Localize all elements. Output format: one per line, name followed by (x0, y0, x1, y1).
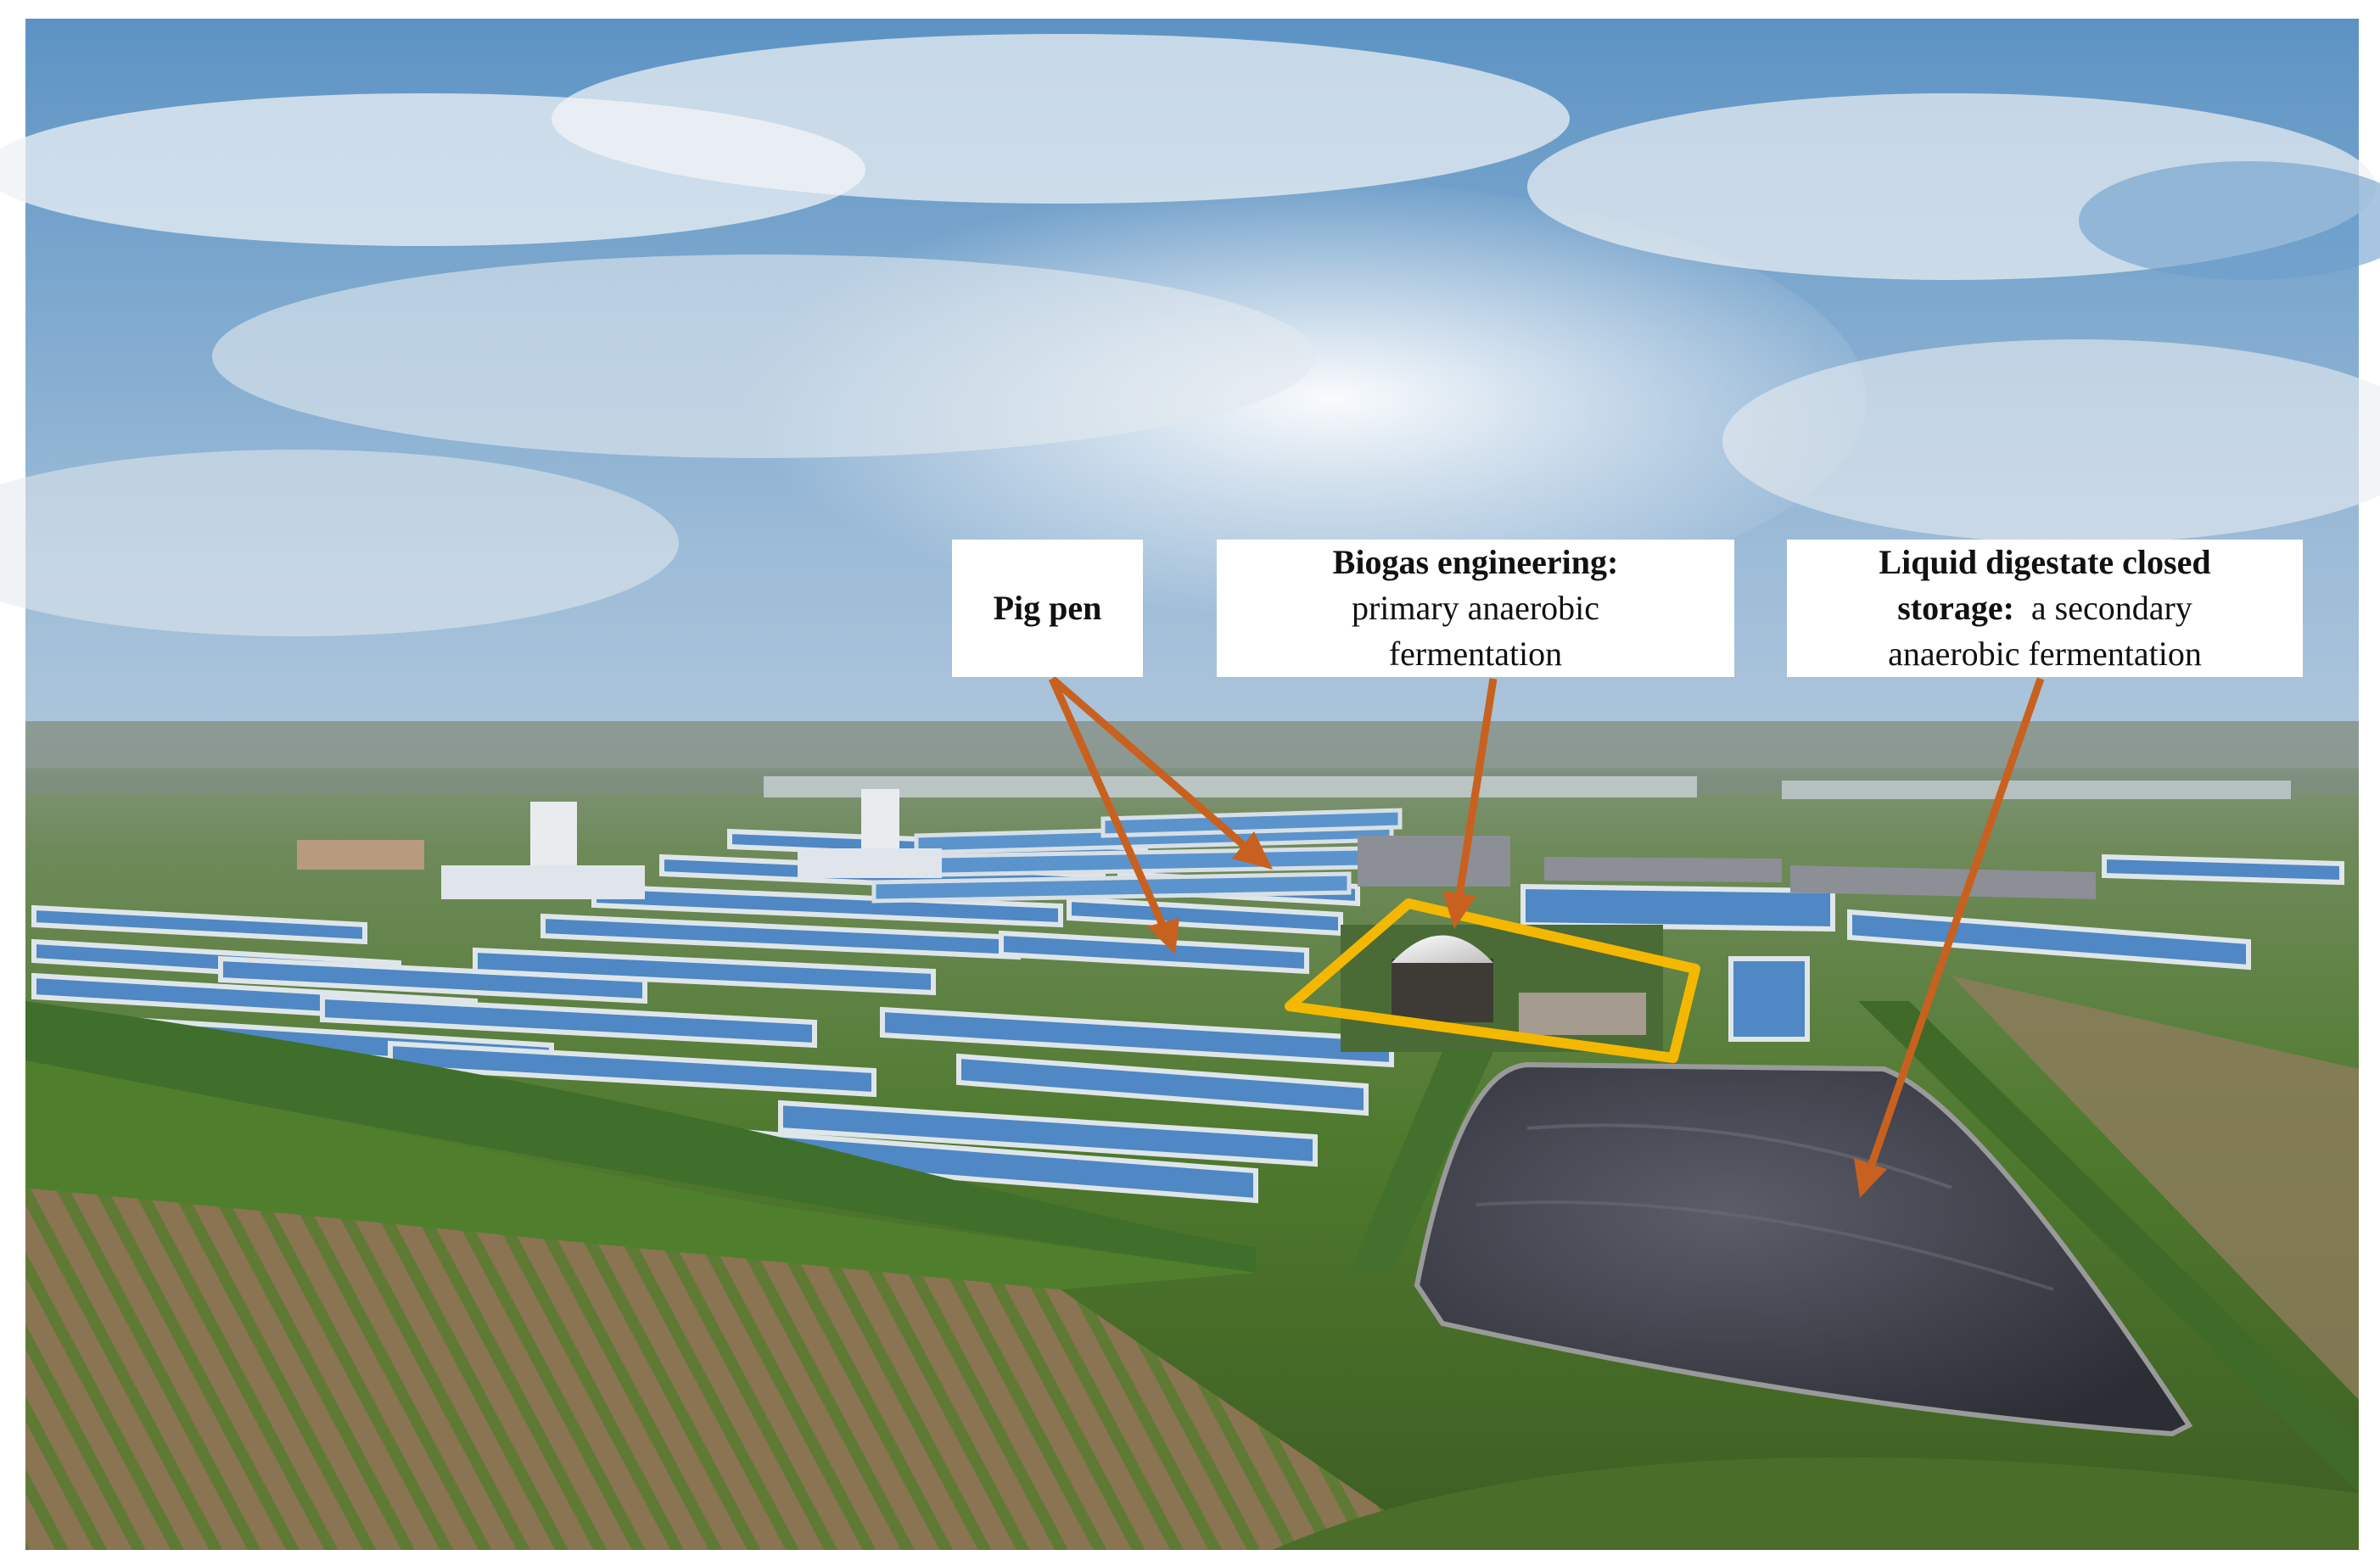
label-pig-pen-title: Pig pen (993, 589, 1102, 627)
label-storage-title-line2: storage: (1897, 589, 2014, 627)
label-storage-desc-line2: anaerobic fermentation (1888, 635, 2202, 673)
arrowhead-pig-pen-b (1147, 918, 1179, 954)
label-biogas-title: Biogas engineering: (1332, 543, 1619, 581)
biogas-highlight-box (1285, 898, 1700, 1063)
label-biogas-line2: fermentation (1388, 635, 1563, 673)
annotation-arrows (1048, 675, 2045, 1198)
label-pig-pen: Pig pen (952, 540, 1143, 677)
arrow-pig-pen-a (1050, 675, 1250, 852)
label-storage-title-line1: Liquid digestate closed (1879, 543, 2211, 581)
arrowhead-pig-pen-a (1232, 831, 1273, 870)
label-biogas-line1: primary anaerobic (1351, 589, 1600, 627)
arrow-pig-pen-b (1048, 677, 1167, 926)
arrow-biogas (1455, 678, 1498, 896)
arrowhead-biogas (1442, 891, 1476, 929)
arrowhead-storage (1854, 1158, 1887, 1198)
label-storage-line2: storage: a secondary (1897, 585, 2192, 631)
label-digestate-storage: Liquid digestate closed storage: a secon… (1787, 540, 2303, 677)
label-storage-desc-line1: a secondary (2030, 589, 2192, 627)
photo (0, 19, 2380, 1550)
label-biogas-engineering: Biogas engineering: primary anaerobic fe… (1217, 540, 1734, 677)
arrow-storage (1867, 677, 2045, 1168)
